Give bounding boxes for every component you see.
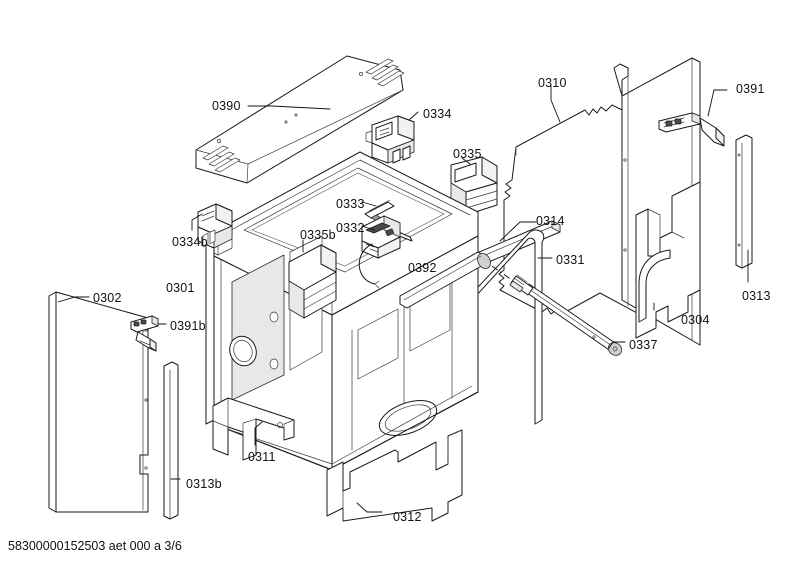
leader-0312 [356,502,383,513]
callout-label-0392: 0392 [408,261,437,275]
callout-label-0331: 0331 [556,253,585,267]
part-0313-trim-strip-right [735,134,753,269]
part-0391-clip-left [130,315,159,352]
part-0334-corner-bracket-left [197,203,233,249]
leader-0332 [361,225,375,231]
part-rear-duct [638,249,671,323]
leader-0391-right [707,89,728,117]
callout-label-0313-right: 0313 [742,289,771,303]
callout-label-0335: 0335 [453,147,482,161]
leader-0311 [254,421,263,446]
part-0302-side-panel-left [48,291,149,513]
part-0332-latch-mechanism [361,215,401,259]
part-0337-damper-rod [509,274,623,356]
callout-label-0313-left: 0313b [186,477,222,491]
callout-label-0334: 0334 [423,107,452,121]
leader-0314 [499,221,537,242]
part-0335-corner-block-left [288,244,337,319]
part-0390-vent-trim-panel [195,55,405,184]
callout-label-0311: 0311 [248,450,276,464]
leader-0337 [608,341,626,349]
leader-0302 [57,296,90,303]
callout-label-0333: 0333 [336,197,365,211]
callout-label-0390: 0390 [212,99,241,113]
callout-label-0301: 0301 [166,281,195,295]
sheet-footer-text: 58300000152503 aet 000 a 3/6 [8,539,182,553]
leader-0310 [550,85,561,123]
callout-label-0332: 0332 [336,221,365,235]
callout-label-0314: 0314 [536,214,565,228]
part-0313-trim-strip-left [163,361,179,520]
leader-0334-left [191,213,203,231]
callout-label-0391-left: 0391b [170,319,206,333]
callout-label-0335-left: 0335b [300,228,336,242]
leader-0334-top [408,111,419,121]
callout-label-0312: 0312 [393,510,422,524]
part-0311-base-insulation-left [212,397,295,461]
part-0391-clip-right [658,112,725,147]
callout-label-0302: 0302 [93,291,122,305]
leader-0335-right [461,157,471,165]
callout-label-0334-left: 0334b [172,235,208,249]
callout-label-0337: 0337 [629,338,658,352]
part-0334-corner-bracket-top [365,115,415,164]
part-0392-spring-hook [358,243,380,289]
callout-label-0310: 0310 [538,76,567,90]
callout-label-0391-right: 0391 [736,82,765,96]
part-0312-base-insulation-front [326,429,463,522]
leader-0390 [247,105,331,110]
callout-label-0304: 0304 [681,313,710,327]
leader-0333 [361,201,377,207]
